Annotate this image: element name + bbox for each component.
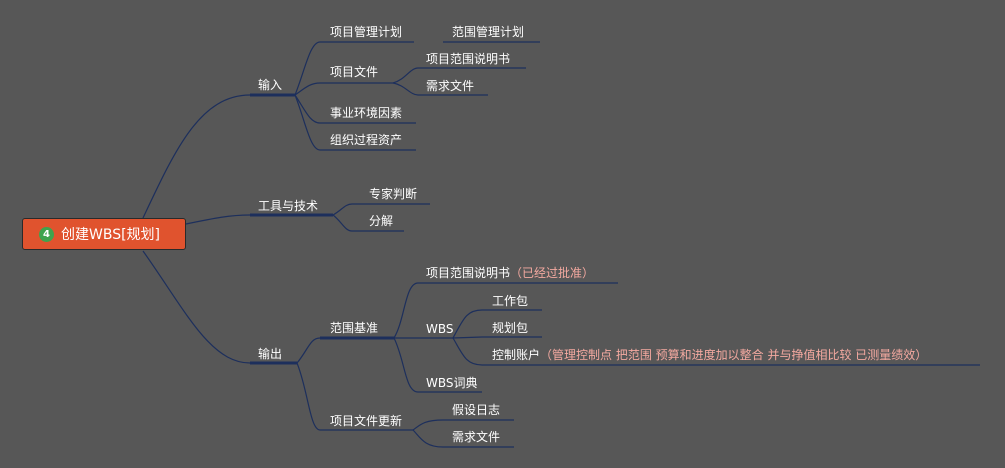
priority-badge-icon: 4 [39, 226, 54, 242]
connector-root-inputs [142, 94, 251, 219]
connector-tools-expert [332, 203, 353, 216]
connector-root-tools [185, 214, 251, 225]
root-label: 创建WBS[规划] [61, 227, 161, 243]
connector-wbs-plan [452, 336, 483, 339]
connector-outputs-updates [296, 362, 321, 431]
node-work-package[interactable]: 工作包 [492, 294, 529, 308]
connector-docs-scope [392, 67, 419, 84]
node-tools-techniques[interactable]: 工具与技术 [258, 199, 319, 213]
control-account-label: 控制账户 [492, 348, 541, 362]
connector-updates-req [412, 429, 444, 448]
connector-root-outputs [142, 250, 251, 364]
connector-inputs-eef [294, 94, 321, 124]
node-inputs[interactable]: 输入 [258, 78, 283, 92]
control-account-note: （管理控制点 把范围 预算和进度加以整合 并与挣值相比较 已测量绩效） [540, 348, 928, 362]
node-project-documents[interactable]: 项目文件 [330, 65, 379, 79]
connector-tools-decomp [332, 214, 353, 232]
connector-inputs-plan [294, 41, 321, 96]
node-requirements-doc-input[interactable]: 需求文件 [426, 79, 475, 93]
connector-baseline-dict [393, 337, 419, 393]
node-wbs[interactable]: WBS [426, 322, 454, 336]
node-control-account[interactable]: 控制账户（管理控制点 把范围 预算和进度加以整合 并与挣值相比较 已测量绩效） [492, 347, 927, 363]
node-wbs-dictionary[interactable]: WBS词典 [426, 376, 478, 390]
node-requirements-doc-update[interactable]: 需求文件 [452, 430, 501, 444]
node-expert-judgment[interactable]: 专家判断 [369, 187, 418, 201]
connector-updates-assume [412, 419, 444, 431]
node-enterprise-environmental-factors[interactable]: 事业环境因素 [330, 106, 403, 120]
node-scope-baseline[interactable]: 范围基准 [330, 321, 379, 335]
connector-wbs-control [452, 337, 483, 366]
node-planning-package[interactable]: 规划包 [492, 321, 529, 335]
node-project-management-plan[interactable]: 项目管理计划 [330, 25, 403, 39]
node-project-document-updates[interactable]: 项目文件更新 [330, 414, 403, 428]
node-scope-management-plan[interactable]: 范围管理计划 [452, 25, 525, 39]
connector-inputs-opa [294, 94, 321, 151]
connector-docs-req [392, 82, 419, 96]
connector-baseline-scope [393, 282, 419, 339]
node-decomposition[interactable]: 分解 [369, 214, 394, 228]
scope-statement-label: 项目范围说明书 [426, 266, 511, 280]
node-organizational-process-assets[interactable]: 组织过程资产 [330, 133, 403, 147]
node-assumption-log[interactable]: 假设日志 [452, 403, 501, 417]
connector-wbs-work [452, 309, 483, 339]
node-scope-statement-input[interactable]: 项目范围说明书 [426, 52, 511, 66]
scope-statement-note: （已经过批准） [510, 266, 595, 280]
root-node[interactable]: 4 创建WBS[规划] [22, 218, 186, 250]
node-scope-statement-output[interactable]: 项目范围说明书（已经过批准） [426, 265, 594, 281]
node-outputs[interactable]: 输出 [258, 347, 283, 361]
connector-inputs-docs [294, 82, 321, 96]
connector-outputs-baseline [296, 337, 321, 364]
